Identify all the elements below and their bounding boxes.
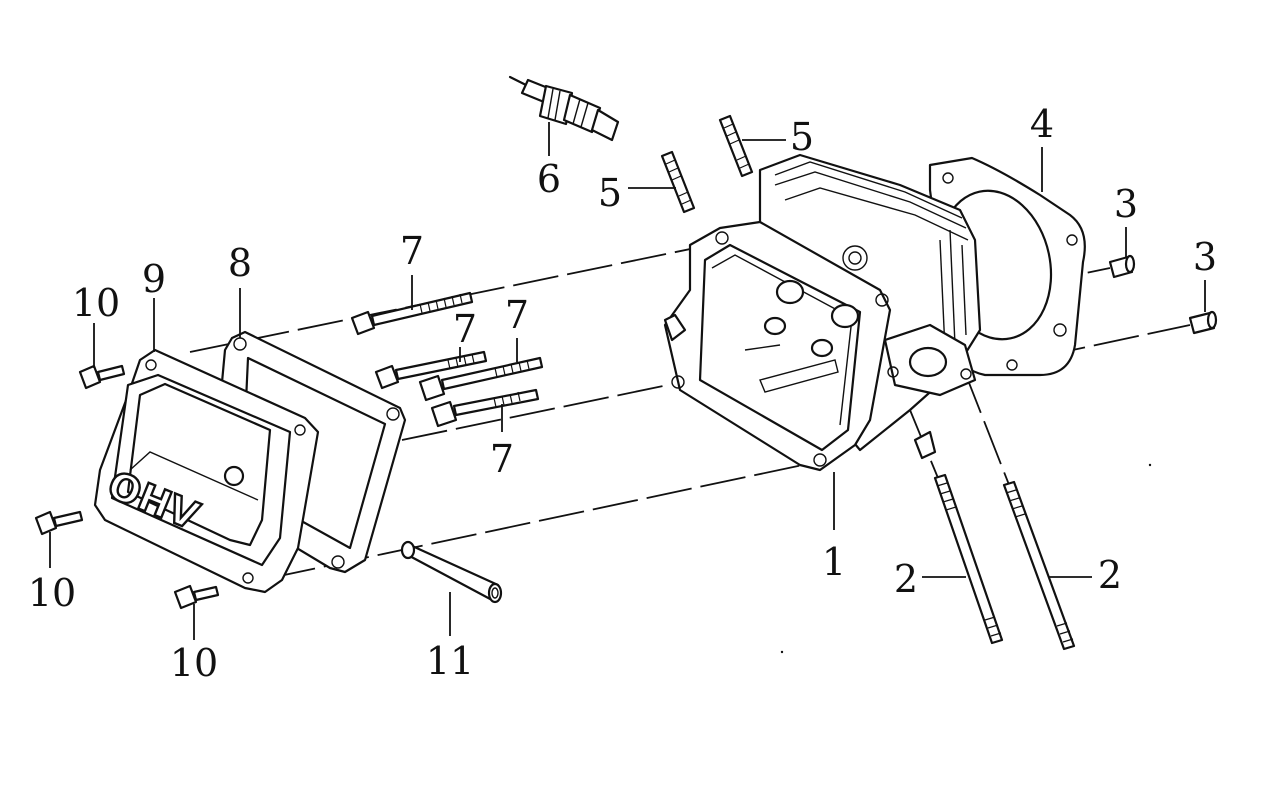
dowel-pin-upper	[1108, 254, 1136, 279]
cover-screw-top	[78, 364, 126, 390]
callout-4: 4	[1030, 102, 1054, 146]
speck	[1148, 463, 1152, 467]
callout-10-top: 10	[72, 281, 120, 325]
callout-3-upper: 3	[1114, 182, 1138, 226]
stud-bolt-upper	[718, 114, 754, 178]
guide-tube	[400, 540, 503, 604]
callout-numbers: 6 5 5 4 3 3 1 2 2 7 7 7 7 8 9 10 10 10 1…	[28, 102, 1217, 685]
head-bolt-left	[933, 473, 1004, 645]
callout-10-bottom: 10	[170, 641, 218, 685]
callout-11: 11	[426, 639, 474, 683]
callout-9: 9	[142, 257, 166, 301]
callout-7-bottom: 7	[490, 437, 514, 481]
cover-bolt-top	[350, 291, 474, 336]
callout-2-right: 2	[1098, 553, 1122, 597]
cylinder-head	[663, 153, 982, 472]
cover-screw-left	[34, 510, 84, 536]
valve-cover: OHV	[93, 348, 320, 594]
head-bolt-right	[1002, 480, 1076, 651]
cover-screw-bottom	[173, 584, 220, 610]
callout-7-right: 7	[505, 293, 529, 337]
callout-2-left: 2	[894, 557, 918, 601]
callout-3-lower: 3	[1193, 235, 1217, 279]
callout-7-top: 7	[400, 229, 424, 273]
leader-lines	[49, 122, 1206, 640]
cover-bolt-mid	[374, 350, 488, 390]
callout-10-left: 10	[28, 571, 76, 615]
callout-6: 6	[537, 157, 561, 201]
speck	[780, 650, 784, 654]
cover-bolt-long	[418, 356, 544, 402]
cover-bolt-low	[430, 388, 540, 428]
callout-1: 1	[822, 540, 846, 584]
stud-bolt-lower	[660, 150, 696, 214]
spark-plug	[508, 75, 620, 142]
dowel-pin-lower	[1188, 310, 1218, 335]
callout-5-lower: 5	[598, 171, 622, 215]
callout-7-mid: 7	[453, 307, 477, 351]
callout-5-upper: 5	[790, 115, 814, 159]
callout-8: 8	[228, 241, 252, 285]
